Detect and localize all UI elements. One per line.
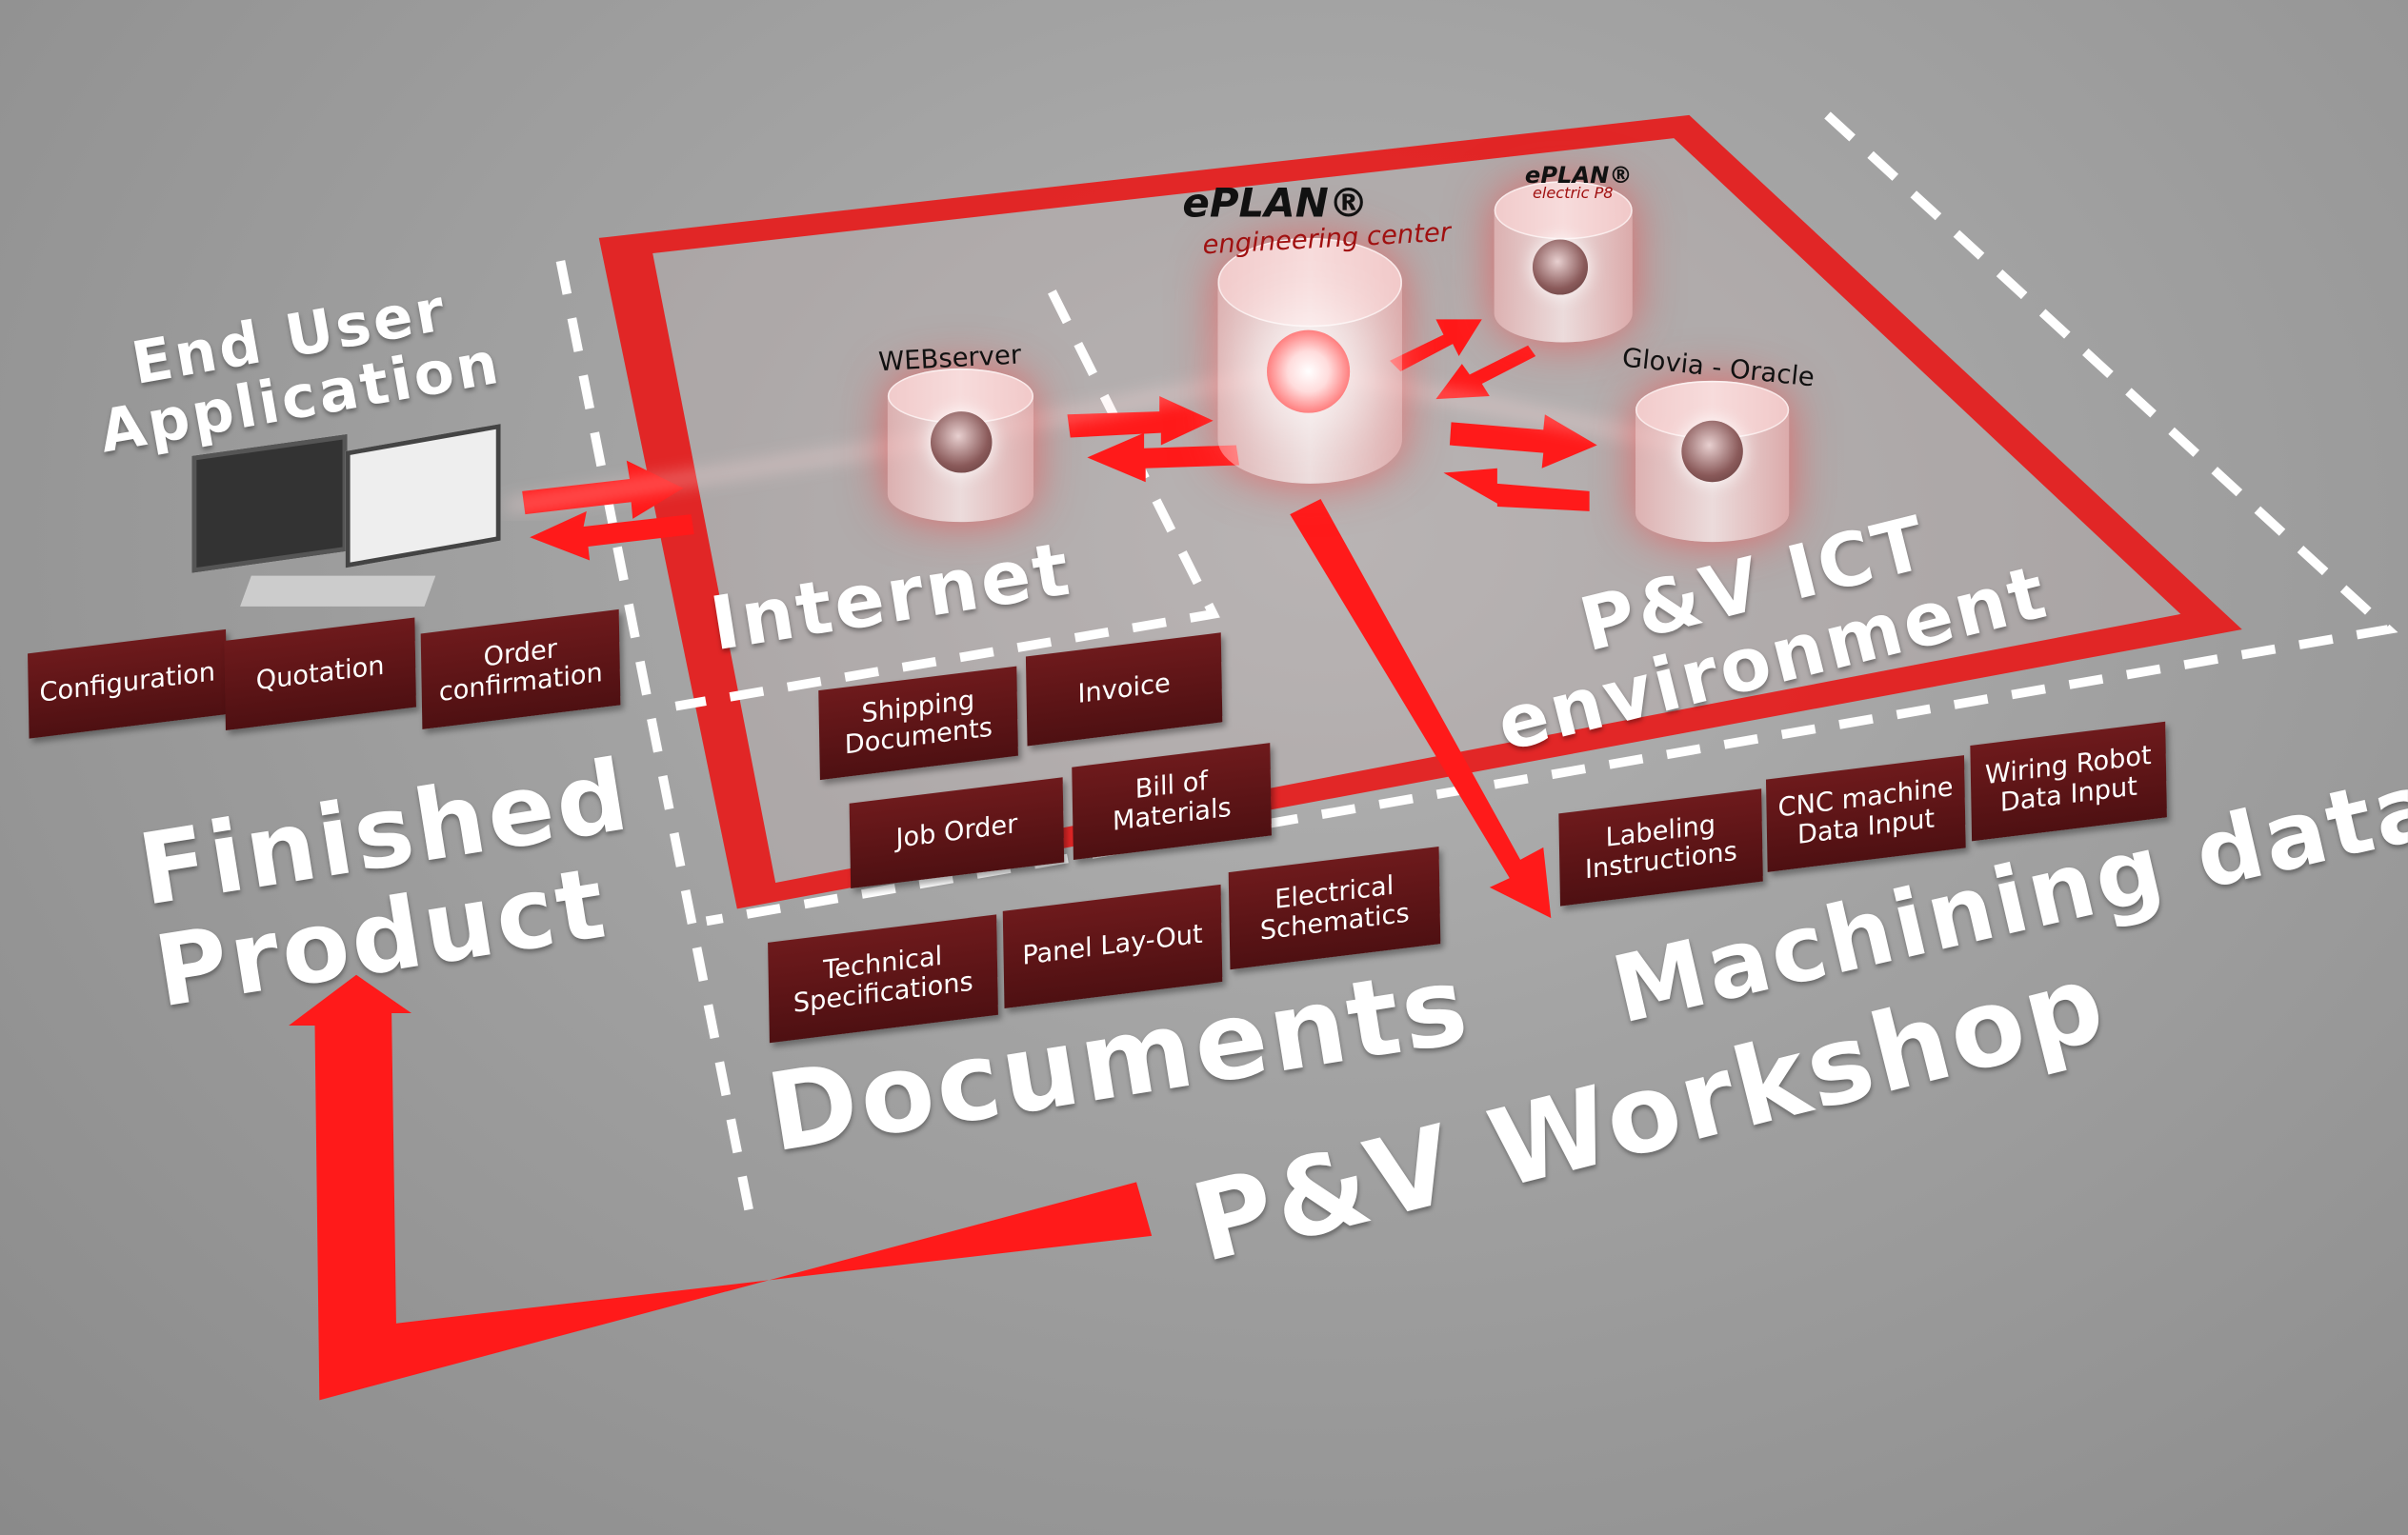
arrow-ec-to-glovia: [1449, 414, 1597, 468]
electric-p8-database: [1494, 181, 1633, 343]
arrow-web-to-ec: [1067, 395, 1214, 446]
data-flow-arrows: [289, 319, 1597, 1401]
glovia-oracle-database: [1635, 380, 1790, 543]
beam: [506, 365, 1691, 510]
ict-environment-frame: [598, 114, 2242, 909]
eplan-p8-subtitle: electric P8: [1532, 186, 1614, 203]
internet-boundary: [674, 289, 1220, 711]
arrow-to-app: [530, 510, 694, 561]
laptop-icon: [184, 424, 507, 613]
webserver-database: [887, 368, 1034, 523]
end-user-boundary: [555, 260, 757, 1229]
arrow-p8-to-ec: [1435, 345, 1536, 400]
arrow-ec-to-web: [1087, 432, 1240, 483]
arrow-workshop-to-product: [289, 974, 1153, 1401]
eplan-ec-logo: ePLAN®: [1182, 181, 1369, 228]
arrow-ec-to-p8: [1390, 319, 1482, 372]
glow-beams: [506, 365, 1691, 510]
arrow-ec-to-machining: [1290, 498, 1552, 919]
eplan-p8-logo: ePLAN®: [1524, 161, 1633, 189]
engineering-center-database: [1217, 237, 1402, 484]
arrow-glovia-to-ec: [1443, 468, 1590, 511]
